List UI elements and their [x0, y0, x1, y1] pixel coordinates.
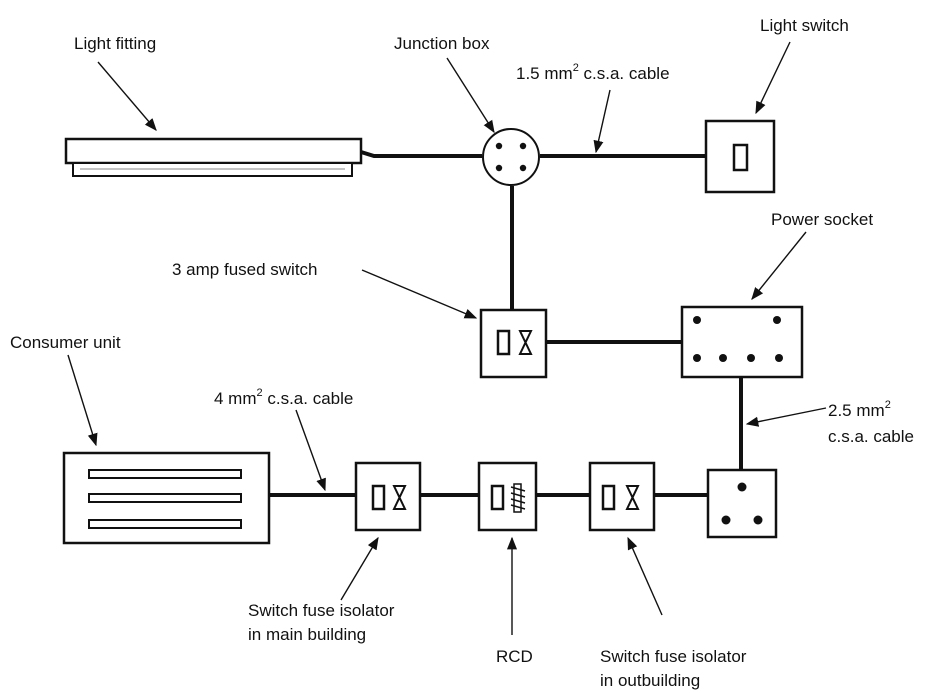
arrow-cable-15: [593, 89, 611, 154]
isolator-outbuilding: [588, 461, 656, 532]
arrow-power-socket: [751, 231, 807, 300]
label-light-switch: Light switch: [760, 16, 849, 35]
light-fitting: [64, 137, 363, 177]
isolator-main-building: [354, 461, 422, 532]
arrow-consumer-unit: [67, 354, 98, 447]
arrow-isolator-out: [627, 536, 663, 616]
arrow-cable-25: [745, 407, 827, 427]
arrow-light-switch: [755, 41, 791, 115]
label-fused-switch: 3 amp fused switch: [172, 260, 318, 279]
light-switch: [704, 119, 776, 194]
power-socket: [680, 305, 804, 379]
label-isolator-out-line2: in outbuilding: [600, 671, 700, 690]
arrow-junction-box: [446, 57, 495, 134]
label-isolator-main-line1: Switch fuse isolator: [248, 601, 395, 620]
cable-light-fitting-to-junction: [360, 150, 482, 158]
label-consumer-unit: Consumer unit: [10, 333, 121, 352]
cables: [269, 150, 743, 497]
label-junction-box: Junction box: [394, 34, 490, 53]
label-rcd: RCD: [496, 647, 533, 666]
rcd-device: [477, 461, 538, 532]
label-cable-4: 4 mm2 c.s.a. cable: [214, 387, 353, 408]
outbuilding-socket: [706, 468, 778, 539]
text-labels: Light fitting Junction box 1.5 mm2 c.s.a…: [10, 16, 914, 690]
label-cable-15: 1.5 mm2 c.s.a. cable: [516, 62, 670, 83]
arrow-cable-4: [295, 409, 326, 492]
label-cable-25-line1: 2.5 mm2: [828, 399, 891, 420]
junction-box: [482, 128, 540, 186]
consumer-unit: [62, 451, 271, 545]
label-light-fitting: Light fitting: [74, 34, 156, 53]
arrow-fused-switch: [361, 269, 478, 319]
label-isolator-main-line2: in main building: [248, 625, 366, 644]
label-power-socket: Power socket: [771, 210, 873, 229]
label-isolator-out-line1: Switch fuse isolator: [600, 647, 747, 666]
arrow-light-fitting: [97, 61, 157, 131]
label-cable-25-line2: c.s.a. cable: [828, 427, 914, 446]
leader-arrows: [67, 41, 827, 635]
fused-switch-3amp: [479, 308, 548, 379]
arrow-isolator-main: [340, 536, 379, 601]
